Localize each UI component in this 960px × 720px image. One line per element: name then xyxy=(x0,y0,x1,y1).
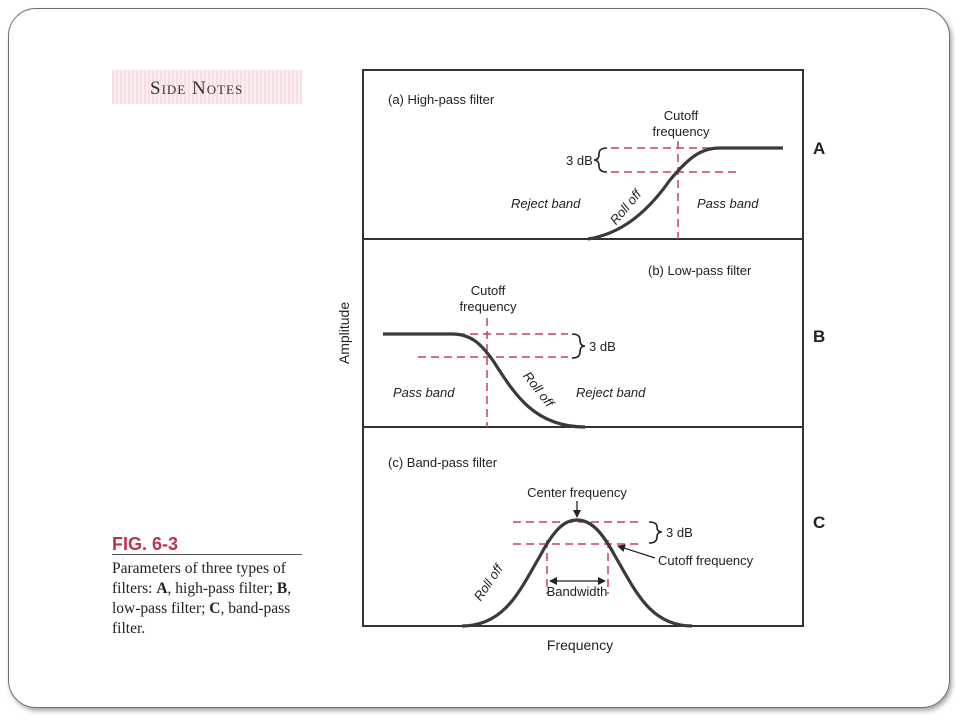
caption-text-2: , high-pass filter; xyxy=(167,580,277,597)
y-axis-label: Amplitude xyxy=(336,302,352,364)
panel-c-cutoff-label: Cutoff frequency xyxy=(658,553,754,568)
panel-a-db-brace xyxy=(593,147,608,173)
panel-c-db-label: 3 dB xyxy=(666,525,693,540)
panel-a-cutoff-line2: frequency xyxy=(652,124,710,139)
caption-bold-a: A xyxy=(156,580,168,597)
caption-bold-b: B xyxy=(276,580,288,597)
panel-band-pass: (c) Band-pass filter Center frequency 3 … xyxy=(388,455,825,628)
slide-frame xyxy=(8,8,950,708)
caption-text-4: , band-pass filter. xyxy=(112,600,291,637)
caption-text-1: Parameters of three types of filters: xyxy=(112,560,286,597)
panel-c-rolloff-label: Roll off xyxy=(471,560,507,603)
panel-a-reject-label: Reject band xyxy=(511,196,581,211)
panel-a-db-label: 3 dB xyxy=(566,153,593,168)
panel-b-curve xyxy=(383,332,586,429)
caption-text-3: , low-pass filter; xyxy=(112,580,292,617)
panel-a-curve xyxy=(587,146,783,241)
panel-high-pass: (a) High-pass filter Cutoff frequency 3 … xyxy=(388,92,825,241)
panel-a-rolloff-label: Roll off xyxy=(607,186,645,228)
panel-c-letter: C xyxy=(813,513,825,532)
panel-c-title: (c) Band-pass filter xyxy=(388,455,498,470)
panel-b-cutoff-line1: Cutoff xyxy=(471,283,506,298)
panel-b-db-label: 3 dB xyxy=(589,339,616,354)
panel-c-db-brace xyxy=(648,521,663,544)
panel-c-curve xyxy=(461,518,693,628)
panel-c-cutoff-pointer xyxy=(617,544,656,559)
panel-a-cutoff-line1: Cutoff xyxy=(664,108,699,123)
panel-b-reject-label: Reject band xyxy=(576,385,646,400)
panel-low-pass: (b) Low-pass filter Cutoff frequency 3 d… xyxy=(383,263,825,429)
panel-a-title: (a) High-pass filter xyxy=(388,92,495,107)
panel-c-bandwidth-label: Bandwidth xyxy=(547,584,608,599)
x-axis-label: Frequency xyxy=(547,637,613,653)
caption-bold-c: C xyxy=(209,600,221,617)
side-notes-banner xyxy=(112,70,302,104)
figure-caption: Parameters of three types of filters: A,… xyxy=(112,559,312,639)
panel-b-cutoff-line2: frequency xyxy=(459,299,517,314)
panel-a-letter: A xyxy=(813,139,825,158)
figure-rule xyxy=(112,554,302,555)
panel-c-center-label: Center frequency xyxy=(527,485,627,500)
panel-b-db-brace xyxy=(571,333,586,359)
side-notes-title: Side Notes xyxy=(150,78,244,99)
panel-b-title: (b) Low-pass filter xyxy=(648,263,752,278)
figure-label: FIG. 6-3 xyxy=(112,534,179,554)
panel-b-pass-label: Pass band xyxy=(393,385,455,400)
panel-a-pass-label: Pass band xyxy=(697,196,759,211)
panel-b-letter: B xyxy=(813,327,825,346)
diagram-frame xyxy=(362,69,804,627)
